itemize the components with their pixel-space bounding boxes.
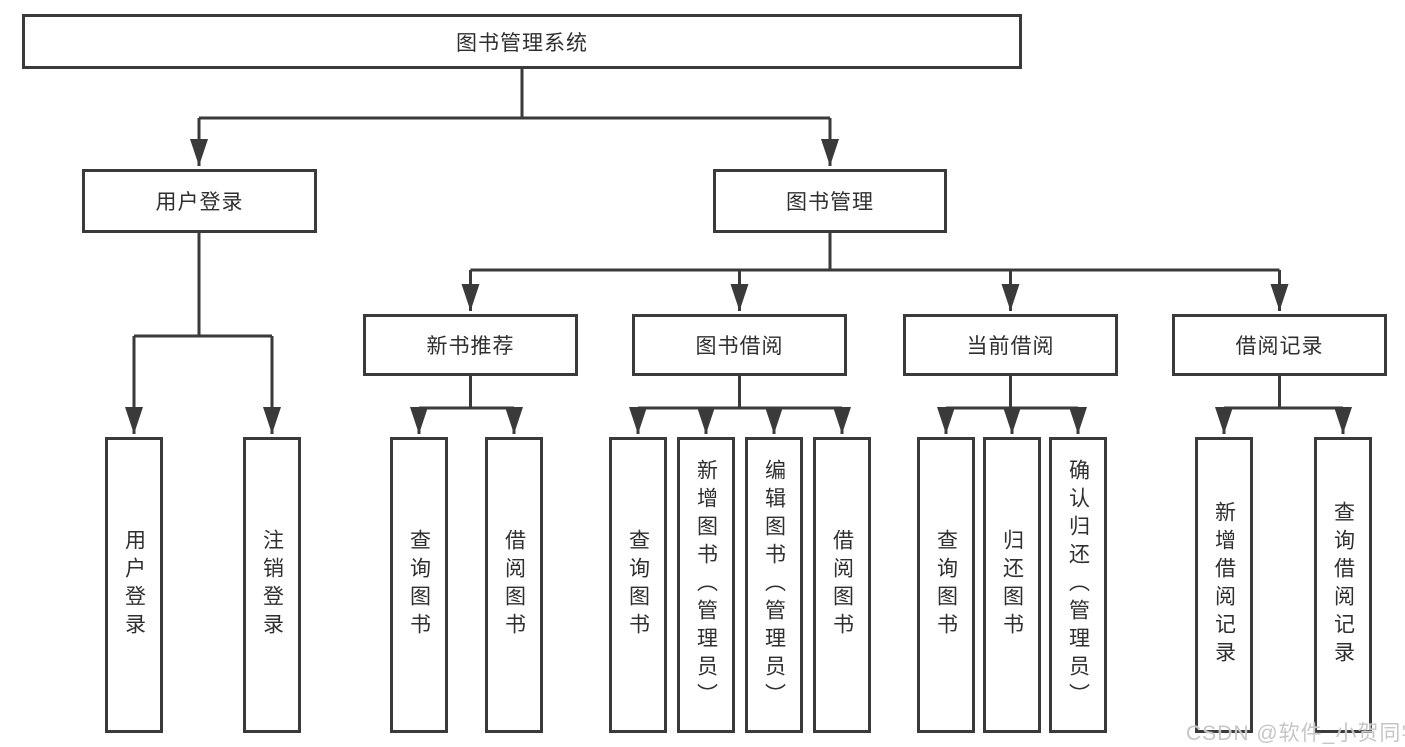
node-user-login-branch-label: 用户登录 <box>155 191 244 214</box>
node-leaf-bb-borrow-books-label: 借阅图书 <box>830 529 854 641</box>
node-leaf-bb-borrow-books: 借阅图书 <box>813 437 871 733</box>
csdn-watermark: CSDN @软件_小贺同学 <box>1186 722 1405 745</box>
node-leaf-logout: 注销登录 <box>243 437 301 733</box>
node-new-book-recommend-label: 新书推荐 <box>426 335 515 358</box>
node-current-borrow-label: 当前借阅 <box>966 335 1055 358</box>
node-borrow-records: 借阅记录 <box>1172 314 1387 376</box>
node-leaf-nbr-borrow-books: 借阅图书 <box>485 437 543 733</box>
node-new-book-recommend: 新书推荐 <box>363 314 578 376</box>
node-leaf-nbr-query-books-label: 查询图书 <box>407 529 431 641</box>
node-leaf-logout-label: 注销登录 <box>260 529 284 641</box>
node-leaf-cb-query-books-label: 查询图书 <box>934 529 958 641</box>
node-leaf-bb-add-books-admin: 新增图书（管理员） <box>677 437 735 733</box>
node-root: 图书管理系统 <box>22 14 1022 69</box>
node-leaf-cb-return-books-label: 归还图书 <box>1000 529 1024 641</box>
node-book-borrow-label: 图书借阅 <box>695 335 784 358</box>
node-borrow-records-label: 借阅记录 <box>1235 335 1324 358</box>
node-leaf-bb-query-books: 查询图书 <box>609 437 667 733</box>
node-leaf-cb-confirm-return-admin-label: 确认归还（管理员） <box>1066 459 1090 711</box>
node-leaf-nbr-borrow-books-label: 借阅图书 <box>502 529 526 641</box>
node-leaf-user-login: 用户登录 <box>105 437 163 733</box>
node-leaf-bb-edit-books-admin: 编辑图书（管理员） <box>745 437 803 733</box>
node-book-management-branch-label: 图书管理 <box>786 191 874 214</box>
node-book-borrow: 图书借阅 <box>632 314 847 376</box>
node-leaf-br-add-record-label: 新增借阅记录 <box>1212 501 1236 669</box>
node-leaf-user-login-label: 用户登录 <box>122 529 146 641</box>
node-book-management-branch: 图书管理 <box>713 169 947 233</box>
node-leaf-cb-query-books: 查询图书 <box>917 437 975 733</box>
node-leaf-nbr-query-books: 查询图书 <box>390 437 448 733</box>
node-user-login-branch: 用户登录 <box>82 169 317 233</box>
node-leaf-bb-add-books-admin-label: 新增图书（管理员） <box>694 459 718 711</box>
node-root-label: 图书管理系统 <box>456 31 588 55</box>
node-leaf-cb-return-books: 归还图书 <box>983 437 1041 733</box>
node-leaf-br-query-record: 查询借阅记录 <box>1314 437 1372 733</box>
node-leaf-br-add-record: 新增借阅记录 <box>1195 437 1253 733</box>
node-leaf-cb-confirm-return-admin: 确认归还（管理员） <box>1049 437 1107 733</box>
node-leaf-bb-query-books-label: 查询图书 <box>626 529 650 641</box>
node-current-borrow: 当前借阅 <box>903 314 1118 376</box>
node-leaf-bb-edit-books-admin-label: 编辑图书（管理员） <box>762 459 786 711</box>
node-leaf-br-query-record-label: 查询借阅记录 <box>1331 501 1355 669</box>
